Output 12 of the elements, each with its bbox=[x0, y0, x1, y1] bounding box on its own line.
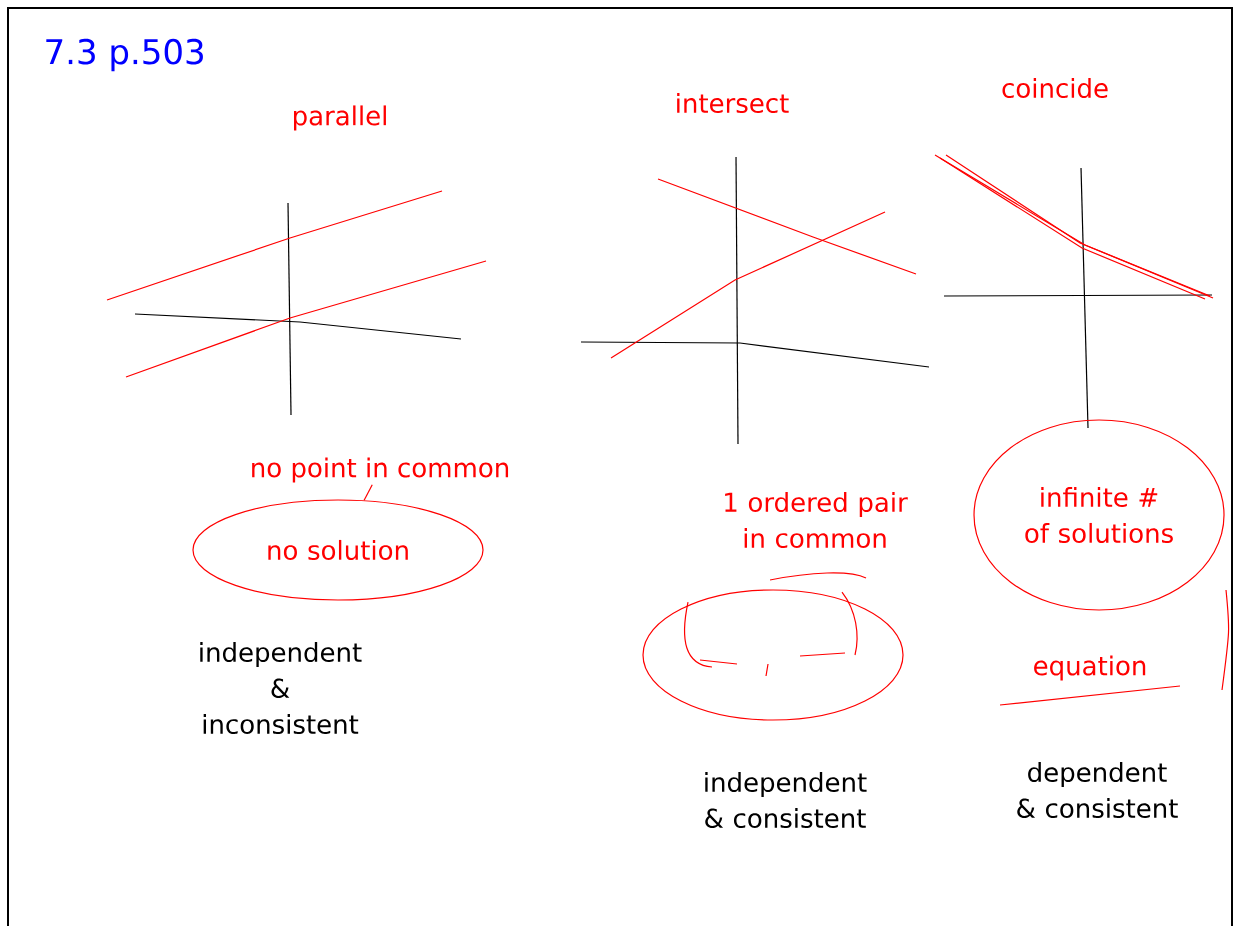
note-text: no point in common bbox=[252, 457, 509, 483]
classification-label: independent & consistent bbox=[705, 771, 867, 829]
classification-label: dependent & consistent bbox=[1017, 761, 1178, 819]
answer-ellipse bbox=[642, 589, 904, 721]
classification-label: independent & inconsistent bbox=[200, 641, 362, 735]
term-label: equation bbox=[1034, 655, 1146, 681]
graph-title: parallel bbox=[294, 105, 386, 131]
leader-line bbox=[363, 484, 373, 501]
note-text: 1 ordered pair in common bbox=[725, 491, 908, 549]
heading: 7.3 p.503 bbox=[46, 38, 203, 72]
graph-title: coincide bbox=[1002, 77, 1108, 99]
graph-title: intersect bbox=[677, 92, 789, 114]
